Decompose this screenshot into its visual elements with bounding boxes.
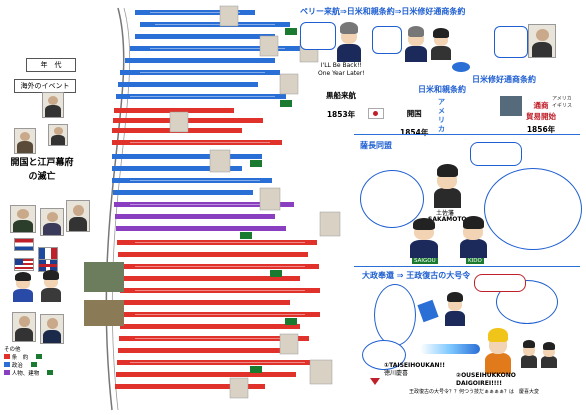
portrait-lord	[14, 128, 36, 154]
taisei-bubble	[374, 284, 416, 346]
bands-mid-blue	[112, 154, 272, 195]
washin-label: 日米和親条約	[418, 85, 466, 94]
question-bubble	[474, 274, 526, 292]
portrait-samurai-1	[10, 205, 36, 233]
cartoon-sakamoto	[432, 164, 462, 208]
cartoon-saigou	[408, 218, 440, 258]
timeline-graphic	[84, 5, 341, 411]
section2-heading: 薩長同盟	[360, 141, 392, 150]
legend-event: 海外のイベント	[14, 79, 76, 93]
cartoon-perry-2	[404, 26, 428, 62]
whale-icon	[452, 62, 470, 72]
satcho-bubble-right	[484, 168, 582, 250]
tosa-label: 土佐藩	[436, 210, 455, 217]
portrait-left-5	[40, 314, 64, 344]
tsusho-label: 日米修好通商条約	[472, 75, 536, 84]
satcho-bubble-left	[360, 170, 424, 228]
cartoon-fighter	[484, 328, 512, 374]
cartoon-observer	[520, 340, 538, 368]
bands-mid-red	[112, 108, 282, 145]
saigou-label: SAIGOU	[412, 258, 438, 264]
harris-bubble	[494, 26, 528, 58]
perry-bubble-2	[372, 26, 402, 54]
flag-netherlands-icon	[14, 238, 34, 251]
ousei-bubble	[496, 280, 558, 324]
timeline-rail	[105, 7, 125, 411]
portrait-samurai-2	[40, 208, 64, 236]
portrait-official	[48, 124, 68, 146]
perry-quote: I'LL Be Back!! One Year Later!	[318, 62, 365, 77]
castle-image	[84, 262, 124, 292]
key-legend-title: その他	[4, 347, 21, 353]
perry-bubble-1	[300, 22, 336, 50]
countries-list: アメリカ イギリス	[552, 96, 573, 109]
kido-label: KIDO	[466, 258, 484, 264]
kurofune-label: 黒船来航 1853年	[326, 91, 356, 119]
cartoon-samurai-left-2	[40, 270, 62, 302]
trade-image	[500, 96, 522, 116]
sakamoto-label: SAKAMOTO	[428, 216, 467, 223]
legend-nendai: 年 代	[26, 58, 76, 72]
cartoon-kido	[458, 216, 488, 258]
kaikoku-label: 開国 1854年	[400, 109, 429, 137]
cartoon-samurai-left-1	[12, 272, 34, 302]
cartoon-japanese-official	[430, 28, 452, 60]
cartoon-yoshinobu	[444, 292, 466, 326]
aiai-vertical: アメリカ	[438, 98, 445, 133]
portrait-left-4	[12, 312, 36, 342]
divider-2	[354, 266, 580, 267]
left-bubble	[362, 340, 406, 370]
key-legend: その他 条 約 政治 人物、建物	[4, 346, 74, 398]
red-arrow-icon	[370, 378, 380, 385]
taisei-text: ①TAISEIHOUKAN!! 徳川慶喜	[384, 362, 446, 377]
section3-heading: 大政奉還 ⇒ 王政復古の大号令	[362, 271, 471, 280]
cartoon-perry	[336, 22, 362, 62]
japan-flag-icon	[368, 108, 384, 119]
energy-beam	[420, 344, 480, 354]
taisei-sign	[417, 299, 439, 323]
satcho-bubble-top	[470, 142, 522, 166]
portrait-samurai-3	[66, 200, 90, 232]
portrait-harris	[528, 24, 556, 58]
flag-usa-icon	[14, 258, 34, 271]
cartoon-observer-2	[540, 342, 558, 368]
boeki-label: 通商 貿易開始 1856年	[526, 101, 556, 134]
page-title: 開国と江戸幕府の滅亡	[10, 158, 74, 182]
portrait-emperor	[42, 92, 64, 118]
divider-1	[354, 134, 580, 135]
section1-heading: ペリー来航⇒日米和親条約⇒日米修好通商条約	[300, 7, 466, 16]
ousei-text: ②OUSEIHUKKONO DAIGOIREI!!!!	[456, 372, 516, 387]
bottom-note: 王政復古の大号令？？何つう技だぁぁぁぁ？は 慶喜大変	[408, 389, 539, 395]
